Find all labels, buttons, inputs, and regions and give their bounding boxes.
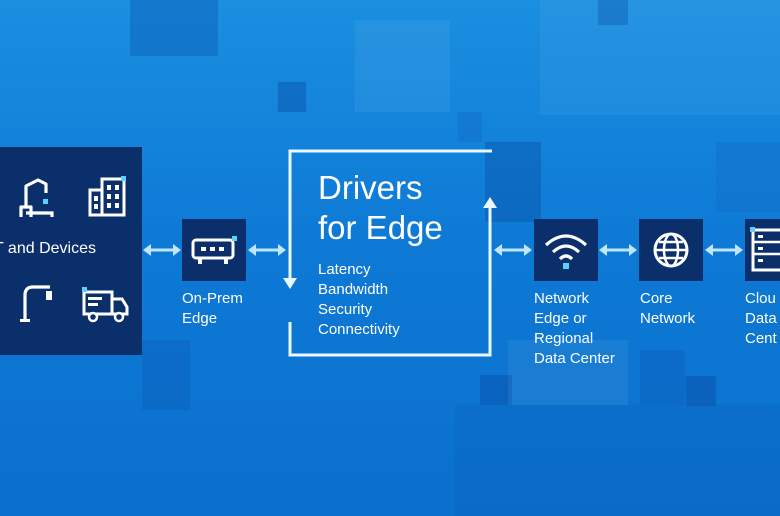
bg-tile (278, 82, 306, 112)
router-icon (191, 236, 237, 264)
bg-tile (130, 0, 218, 56)
driver-item: Security (318, 301, 373, 318)
drivers-title: Drivers for Edge (318, 168, 443, 248)
driver-item: Latency (318, 261, 371, 278)
devices-label: T and Devices (0, 240, 96, 257)
bidirectional-arrow (143, 244, 181, 256)
drivers-title-line2: for Edge (318, 209, 443, 246)
bg-tile (455, 405, 780, 516)
bg-tile (686, 376, 716, 406)
cloud-label-line3: Cent (745, 330, 777, 347)
core-network-label-line2: Network (640, 310, 696, 327)
bg-tile (716, 142, 780, 212)
network-edge-node (534, 219, 598, 281)
wifi-icon (544, 234, 588, 269)
network-edge-label-line1: Network (534, 290, 590, 307)
bg-tile (485, 142, 541, 222)
bg-tile (458, 112, 482, 142)
cloud-label-line2: Data (745, 310, 777, 327)
drivers-frame (283, 149, 497, 357)
globe-icon (653, 232, 689, 268)
bg-tile (355, 20, 450, 112)
bg-tile (598, 0, 628, 25)
on-prem-label-line1: On-Prem (182, 290, 243, 307)
bidirectional-arrow (248, 244, 286, 256)
server-rack-icon (750, 227, 780, 272)
core-network-label-line1: Core (640, 290, 673, 307)
bidirectional-arrow (705, 244, 743, 256)
drivers-list: Latency Bandwidth Security Connectivity (318, 260, 400, 340)
bg-tile (142, 340, 190, 410)
bg-tile (508, 340, 628, 405)
network-edge-label-line4: Data Center (534, 350, 615, 367)
faucet-icon (20, 285, 52, 322)
bidirectional-arrow (494, 244, 532, 256)
driver-item: Bandwidth (318, 281, 389, 298)
network-edge-label-line3: Regional (534, 330, 594, 347)
building-icon (88, 176, 126, 217)
bg-tile (540, 0, 780, 115)
network-edge-label-line2: Edge or (534, 310, 587, 327)
robot-arm-icon (19, 178, 54, 217)
driver-item: Connectivity (318, 321, 400, 338)
drivers-title-line1: Drivers (318, 169, 423, 206)
on-prem-label-line2: Edge (182, 310, 218, 327)
bg-tile (640, 350, 685, 405)
bg-tile (480, 375, 512, 405)
bidirectional-arrow (599, 244, 637, 256)
truck-icon (82, 287, 129, 323)
cloud-label-line1: Clou (745, 290, 776, 307)
